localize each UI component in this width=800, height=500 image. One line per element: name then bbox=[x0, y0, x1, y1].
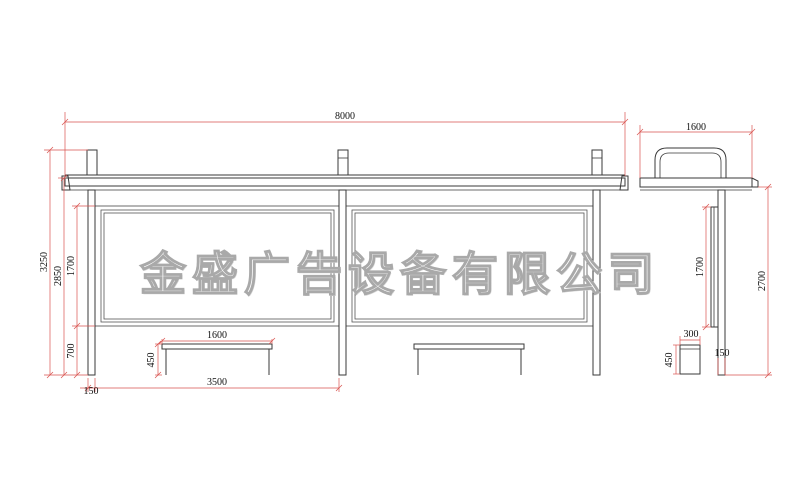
dim-side-height: 2700 bbox=[757, 271, 768, 291]
side-canopy-arch bbox=[654, 147, 727, 178]
side-elevation bbox=[639, 147, 759, 376]
dim-bench-height: 450 bbox=[146, 353, 157, 368]
dim-frame-height: 2850 bbox=[53, 266, 64, 286]
dim-side-panel-height: 1700 bbox=[695, 257, 706, 277]
waste-bin bbox=[679, 344, 701, 375]
ad-panel-right-inner bbox=[354, 212, 585, 320]
post-right bbox=[592, 189, 601, 376]
front-elevation bbox=[61, 149, 629, 376]
side-roof-tip bbox=[751, 177, 759, 188]
bench-right bbox=[413, 343, 525, 375]
dim-bin-width: 300 bbox=[684, 329, 699, 340]
dim-bench-width: 1600 bbox=[207, 330, 227, 341]
post-center bbox=[338, 189, 347, 376]
roof-lamp-left bbox=[86, 149, 98, 176]
bench-left bbox=[161, 343, 273, 375]
side-roof bbox=[639, 177, 753, 188]
post-left bbox=[87, 189, 96, 376]
roof-lamp-right bbox=[591, 149, 603, 176]
ad-panel-right bbox=[351, 209, 588, 323]
dim-base-height: 700 bbox=[66, 344, 77, 359]
dim-bin-height: 450 bbox=[664, 353, 675, 368]
dim-post-offset: 150 bbox=[84, 386, 99, 397]
roof-lamp-center bbox=[337, 149, 349, 176]
dim-total-height: 3250 bbox=[39, 252, 50, 272]
dim-overall-width: 8000 bbox=[335, 111, 355, 122]
roof-beam bbox=[64, 177, 626, 187]
dim-panel-height: 1700 bbox=[66, 256, 77, 276]
ad-panel-left-inner bbox=[103, 212, 332, 320]
dim-panel-span: 3500 bbox=[207, 377, 227, 388]
side-panel bbox=[710, 206, 719, 328]
side-canopy-arch-inner bbox=[659, 152, 722, 178]
dimension-labels: 8000 1600 3250 2850 1700 700 1600 450 15… bbox=[39, 111, 768, 397]
ad-panel-left bbox=[100, 209, 335, 323]
dim-side-post-offset: 150 bbox=[715, 348, 730, 359]
dim-side-width: 1600 bbox=[686, 122, 706, 133]
roof-right-cap bbox=[619, 175, 629, 191]
dimension-lines bbox=[44, 112, 772, 392]
